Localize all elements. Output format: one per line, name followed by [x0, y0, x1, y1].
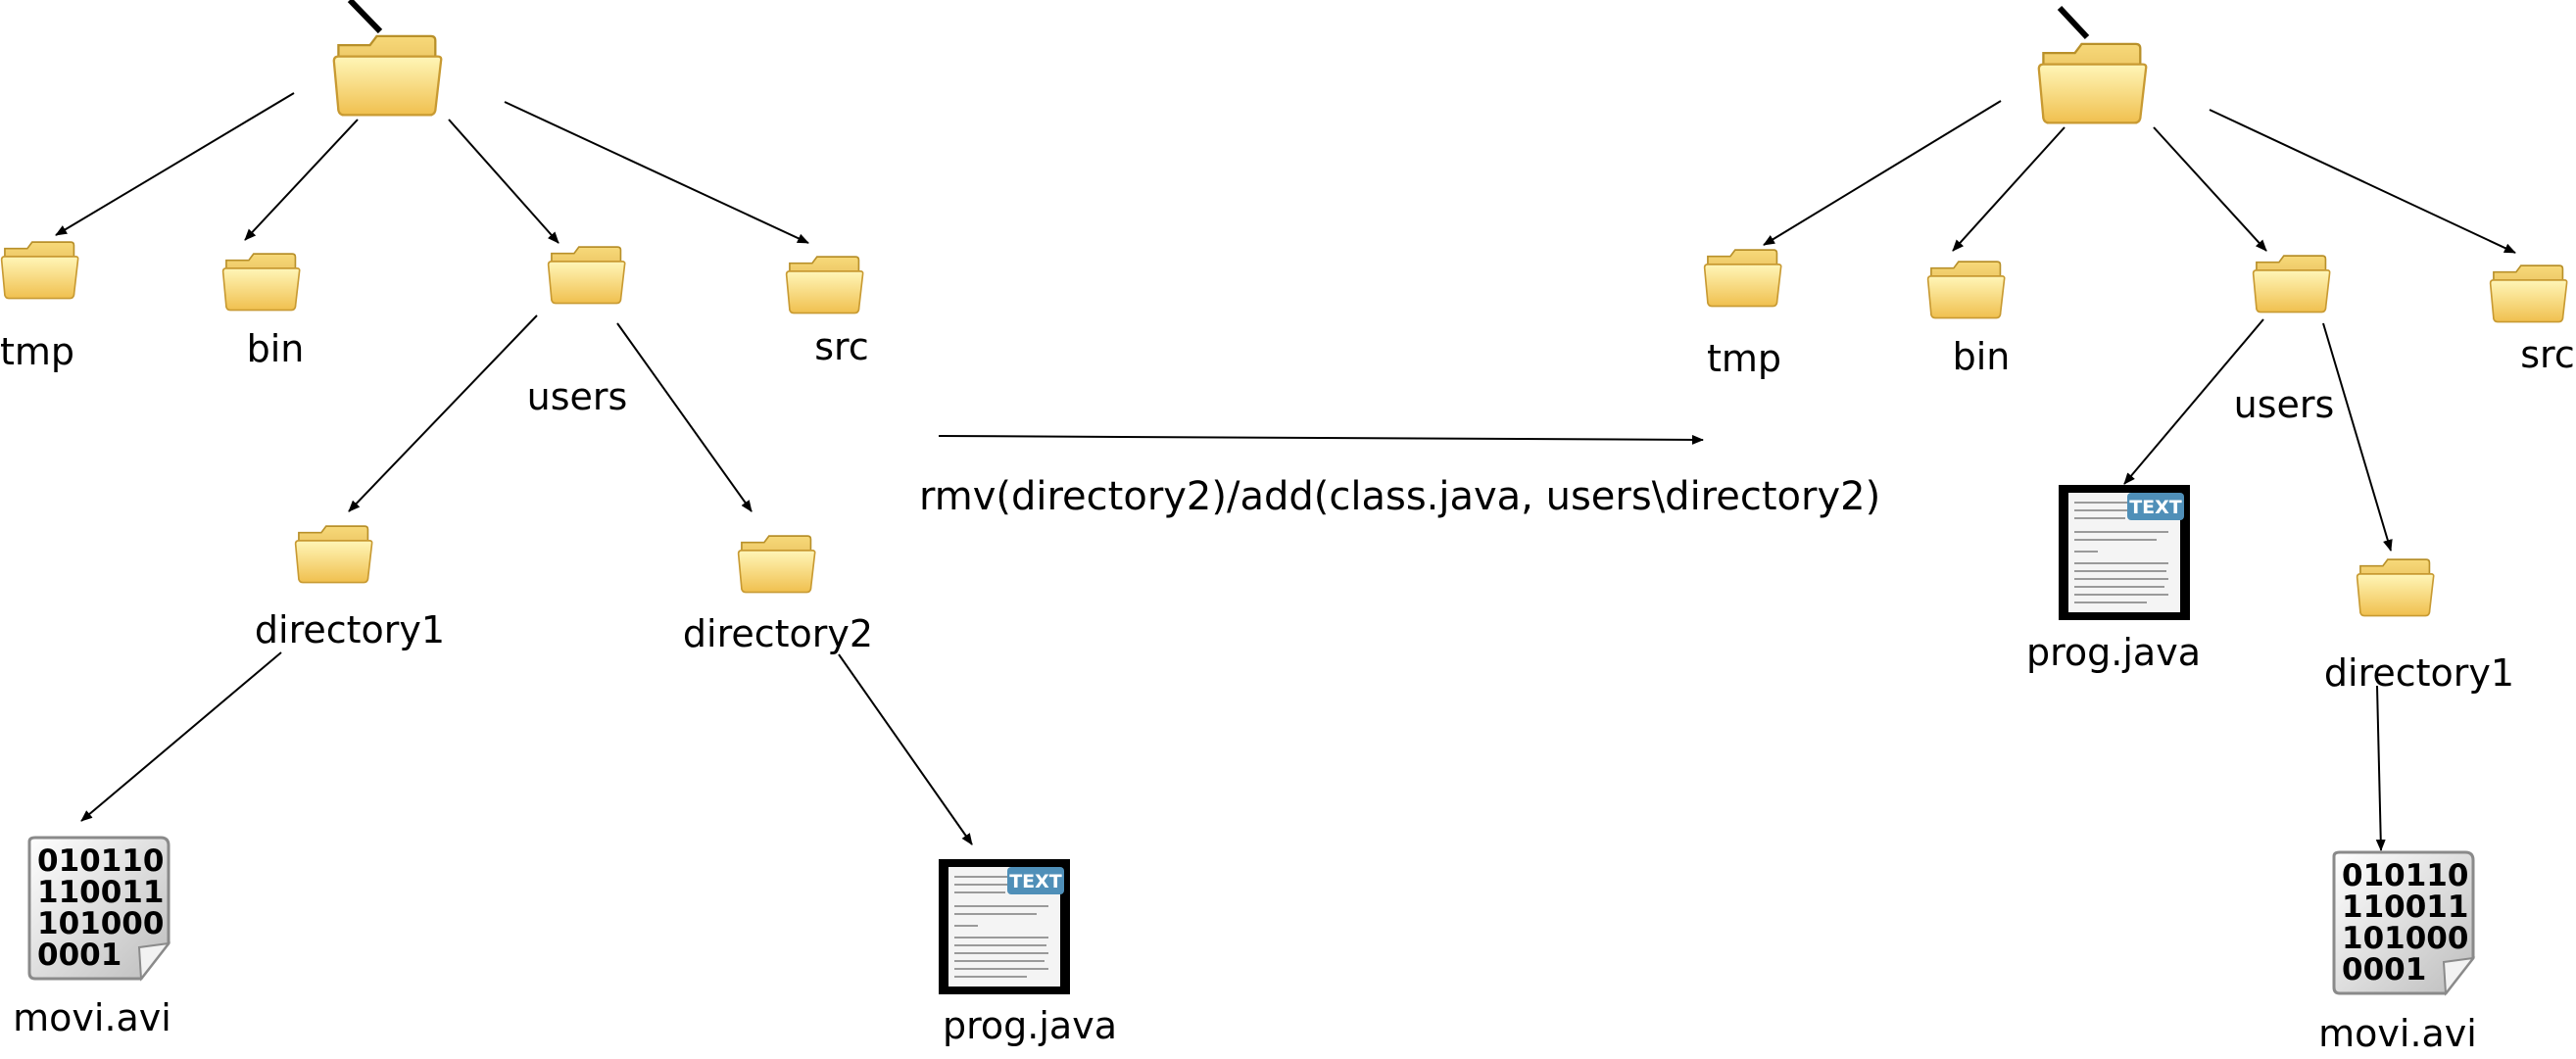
- label-directory1: directory1: [254, 608, 446, 651]
- before-tree: 010110 110011 101000 0001 TEXT: [0, 0, 1070, 994]
- label-users: users: [2233, 383, 2335, 426]
- binary-file-icon: 010110 110011 101000 0001: [2332, 850, 2476, 996]
- text-badge: TEXT: [2129, 497, 2182, 518]
- label-src: src: [2520, 333, 2575, 376]
- operation-arrow: [938, 434, 1704, 445]
- folder-icon: [737, 535, 816, 594]
- label-movi-avi: movi.avi: [13, 996, 171, 1039]
- folder-icon: [1703, 249, 1782, 308]
- folder-icon: [547, 246, 626, 305]
- folder-icon: [1926, 261, 2006, 319]
- text-badge: TEXT: [1009, 871, 1062, 892]
- operation-label: rmv(directory2)/add(class.java, users\di…: [919, 474, 1881, 519]
- text-file-icon: TEXT: [939, 859, 1070, 994]
- binary-line: 010110: [37, 843, 164, 879]
- edge-users-prog: [2123, 318, 2264, 485]
- edge-directory1-movi: [2375, 685, 2386, 851]
- edge-root-src: [504, 101, 809, 244]
- label-directory1: directory1: [2323, 651, 2515, 695]
- after-tree: TEXT 010110 110011 101000 0001: [1703, 5, 2568, 996]
- text-file-icon: TEXT: [2059, 485, 2190, 620]
- binary-line: 0001: [2342, 952, 2426, 987]
- label-movi-avi: movi.avi: [2318, 1012, 2477, 1055]
- label-src: src: [814, 325, 869, 368]
- label-directory2: directory2: [682, 612, 874, 655]
- binary-line: 0001: [37, 938, 122, 973]
- folder-icon: [0, 241, 79, 300]
- edge-users-directory1: [2322, 322, 2393, 552]
- binary-line: 110011: [37, 875, 164, 910]
- edge-root-users: [448, 119, 559, 244]
- edge-root-tmp: [1763, 100, 2002, 246]
- folder-icon: [332, 34, 443, 117]
- folder-icon: [294, 525, 373, 584]
- label-bin: bin: [246, 327, 305, 370]
- edge-users-directory1: [348, 314, 538, 512]
- edge-directory1-movi: [80, 651, 282, 822]
- folder-icon: [221, 253, 301, 312]
- label-prog-java: prog.java: [2026, 631, 2201, 674]
- folder-icon: [2356, 558, 2435, 617]
- root-slash-before: [347, 0, 383, 34]
- root-slash-after: [2057, 5, 2090, 40]
- edge-root-users: [2153, 126, 2267, 252]
- binary-line: 101000: [37, 906, 164, 941]
- edge-root-bin: [244, 119, 359, 241]
- edge-directory2-prog: [838, 653, 973, 845]
- folder-icon: [2489, 265, 2568, 323]
- edge-root-src: [2209, 109, 2516, 254]
- binary-line: 110011: [2342, 890, 2468, 925]
- label-prog-java: prog.java: [943, 1004, 1117, 1047]
- folder-icon: [785, 256, 864, 314]
- label-tmp: tmp: [0, 330, 75, 373]
- binary-line: 101000: [2342, 921, 2468, 956]
- binary-line: 010110: [2342, 858, 2468, 893]
- edge-users-directory2: [616, 322, 753, 512]
- edge-root-tmp: [55, 92, 295, 236]
- label-users: users: [526, 375, 628, 418]
- edge-root-bin: [1952, 126, 2066, 252]
- binary-file-icon: 010110 110011 101000 0001: [27, 836, 171, 982]
- folder-icon: [2037, 42, 2148, 124]
- label-bin: bin: [1952, 335, 2011, 378]
- label-tmp: tmp: [1706, 337, 1782, 380]
- folder-icon: [2252, 255, 2331, 313]
